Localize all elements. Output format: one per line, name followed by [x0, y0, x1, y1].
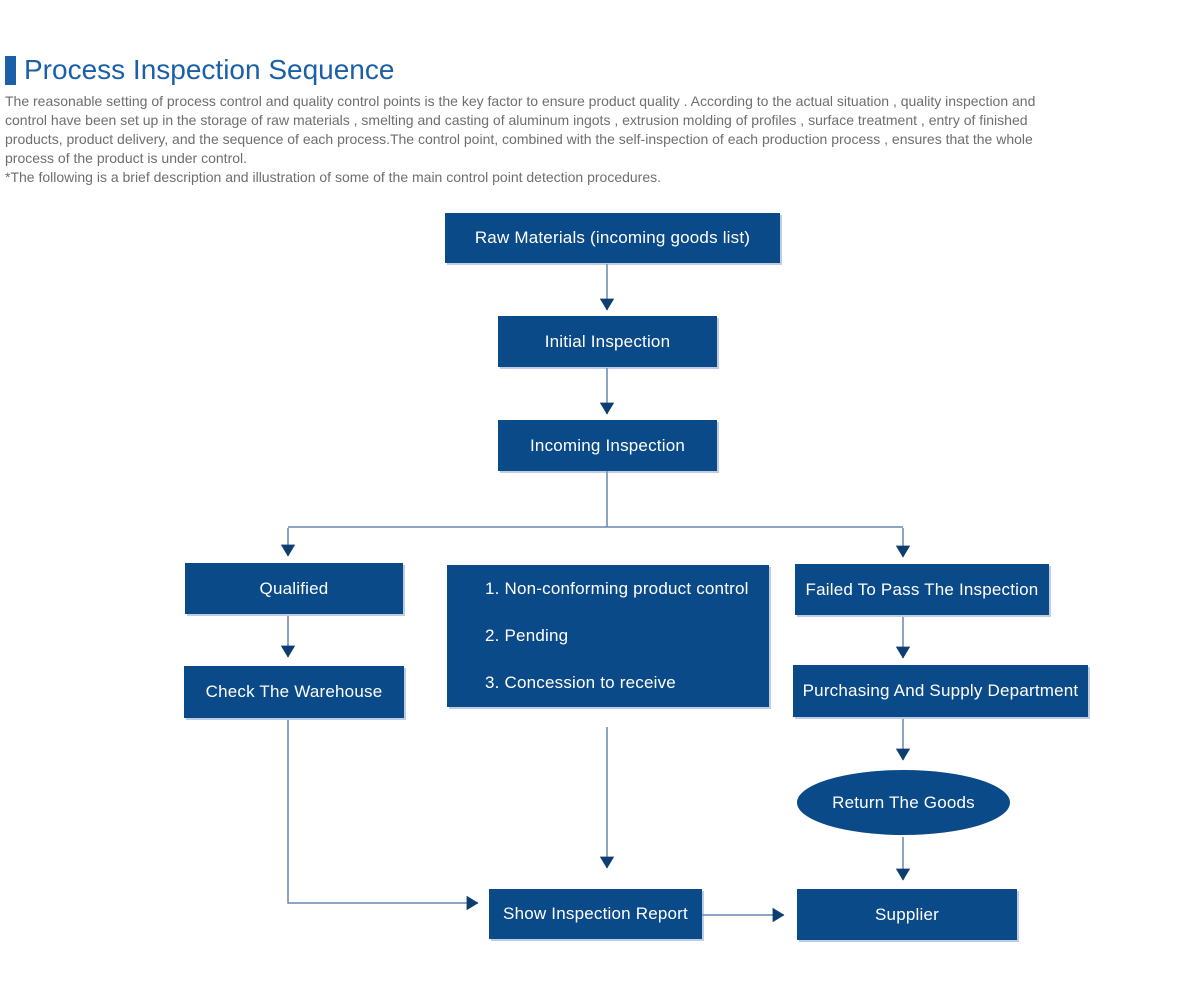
node-show-inspection-report: Show Inspection Report — [489, 889, 702, 939]
node-incoming-inspection: Incoming Inspection — [498, 420, 717, 471]
nonconforming-item-3: 3. Concession to receive — [485, 673, 676, 693]
node-return-the-goods-ellipse: Return The Goods — [797, 770, 1010, 835]
node-nonconforming-control: 1. Non-conforming product control 2. Pen… — [447, 565, 769, 707]
nonconforming-item-1: 1. Non-conforming product control — [485, 578, 749, 598]
node-failed-to-pass-inspection: Failed To Pass The Inspection — [795, 564, 1049, 615]
title-accent-bar — [5, 56, 16, 85]
intro-paragraph: The reasonable setting of process contro… — [5, 93, 1036, 185]
node-initial-inspection: Initial Inspection — [498, 316, 717, 367]
node-purchasing-and-supply-department: Purchasing And Supply Department — [793, 665, 1088, 717]
arrow-check-to-show — [287, 720, 479, 911]
node-raw-materials: Raw Materials (incoming goods list) — [445, 213, 780, 263]
nonconforming-item-2: 2. Pending — [485, 625, 569, 645]
page-title: Process Inspection Sequence — [24, 54, 395, 85]
node-qualified: Qualified — [185, 563, 403, 614]
node-supplier: Supplier — [797, 889, 1017, 940]
node-check-the-warehouse: Check The Warehouse — [184, 666, 404, 718]
